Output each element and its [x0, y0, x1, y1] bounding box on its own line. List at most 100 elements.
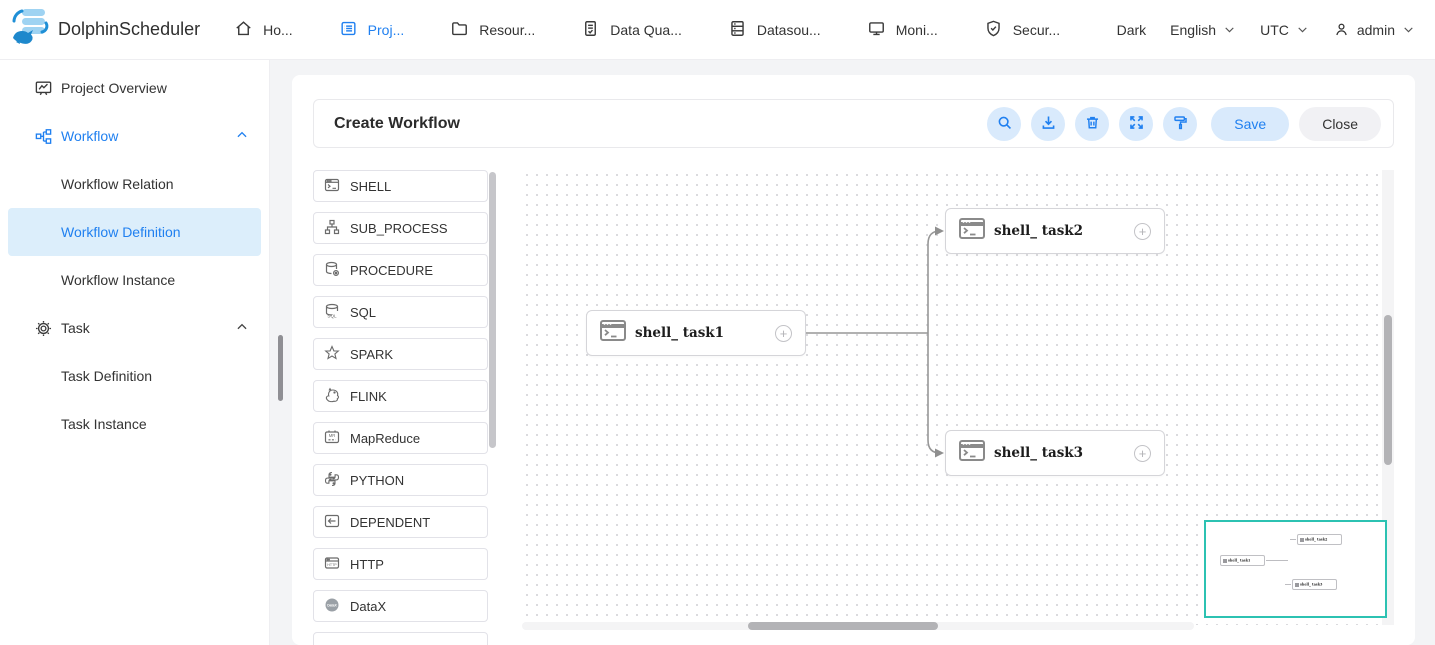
shell-icon — [324, 177, 340, 196]
task-node-shell-task1[interactable]: shell_ task1 + — [586, 310, 806, 356]
dolphinscheduler-logo-icon — [10, 6, 52, 53]
fullscreen-icon — [1128, 114, 1145, 134]
sidebar-item-project-overview[interactable]: Project Overview — [8, 64, 261, 112]
svg-text:DataX: DataX — [327, 603, 337, 607]
user-icon — [1333, 21, 1350, 38]
timezone-select[interactable]: UTC — [1260, 22, 1309, 38]
close-button[interactable]: Close — [1299, 106, 1381, 141]
search-button[interactable] — [987, 106, 1022, 141]
workflow-editor-card: Create Workflow Save Close — [292, 75, 1415, 645]
language-select[interactable]: English — [1170, 22, 1236, 38]
svg-text:MR: MR — [329, 433, 336, 438]
nav-item-home[interactable]: Ho... — [234, 19, 293, 41]
sidebar-item-workflow[interactable]: Workflow — [8, 112, 261, 160]
nav-item-monitor[interactable]: Moni... — [867, 19, 938, 41]
download-icon — [1040, 114, 1057, 134]
minimap-edge — [1285, 584, 1291, 585]
sql-icon: SQL — [324, 303, 340, 322]
nav-item-datasource[interactable]: Datasou... — [728, 19, 821, 41]
canvas-horizontal-scrollbar[interactable] — [522, 622, 1194, 630]
task-node-label: shell_ task3 — [994, 445, 1084, 461]
nav-item-security[interactable]: Secur... — [984, 19, 1060, 41]
task-node-label: shell_ task1 — [635, 325, 725, 341]
task-node-shell-task3[interactable]: shell_ task3 + — [945, 430, 1165, 476]
http-icon: HTTP — [324, 555, 340, 574]
trash-icon — [1084, 114, 1101, 134]
canvas-vertical-scrollbar[interactable] — [1382, 170, 1394, 625]
minimap-node-shell-task1: shell_ task1 — [1220, 555, 1265, 566]
sidebar: Project Overview Workflow Workflow Relat… — [0, 60, 270, 645]
palette-item-procedure[interactable]: PROCEDURE — [313, 254, 488, 286]
shell-terminal-icon — [959, 440, 985, 466]
minimap-node-icon — [1295, 582, 1299, 587]
canvas-horizontal-scrollbar-thumb[interactable] — [748, 622, 938, 630]
main-nav: Ho... Proj... Resour... Data Qua... Data… — [234, 19, 1060, 41]
palette-item-http[interactable]: HTTP HTTP — [313, 548, 488, 580]
brand-title: DolphinScheduler — [58, 19, 201, 39]
palette-item-sub-process[interactable]: SUB_PROCESS — [313, 212, 488, 244]
chevron-down-icon — [1296, 23, 1309, 36]
palette-item-python[interactable]: PYTHON — [313, 464, 488, 496]
svg-text:SQL: SQL — [327, 313, 337, 318]
resources-icon — [450, 19, 469, 41]
sidebar-item-task-definition[interactable]: Task Definition — [61, 368, 153, 384]
theme-toggle[interactable]: Dark — [1116, 21, 1147, 38]
fullscreen-button[interactable] — [1119, 106, 1154, 141]
palette-item-mapreduce[interactable]: MR MapReduce — [313, 422, 488, 454]
task-node-shell-task2[interactable]: shell_ task2 + — [945, 208, 1165, 254]
add-connection-icon[interactable]: + — [1134, 444, 1151, 462]
shell-terminal-icon — [600, 320, 626, 346]
minimap-edge — [1290, 539, 1296, 540]
sidebar-item-task-instance[interactable]: Task Instance — [61, 416, 147, 432]
sidebar-item-workflow-relation[interactable]: Workflow Relation — [61, 176, 174, 192]
minimap-edge — [1266, 560, 1288, 561]
sidebar-item-workflow-instance[interactable]: Workflow Instance — [61, 272, 176, 288]
minimap-node-shell-task2: shell_ task2 — [1297, 534, 1342, 545]
sub-process-icon — [324, 219, 340, 238]
palette-item-datax[interactable]: DataX DataX — [313, 590, 488, 622]
svg-text:HTTP: HTTP — [327, 563, 337, 567]
sidebar-item-workflow-definition[interactable]: Workflow Definition — [8, 208, 261, 256]
palette-item-dependent[interactable]: DEPENDENT — [313, 506, 488, 538]
workflow-editor-header: Create Workflow Save Close — [313, 99, 1394, 148]
flink-squirrel-icon — [324, 387, 340, 406]
monitor-icon — [867, 19, 886, 41]
minimap-node-shell-task3: shell_ task3 — [1292, 579, 1337, 590]
add-connection-icon[interactable]: + — [1134, 222, 1151, 240]
spark-star-icon — [324, 344, 340, 364]
project-icon — [339, 19, 358, 41]
nav-item-data-quality[interactable]: Data Qua... — [581, 19, 682, 41]
canvas-vertical-scrollbar-thumb[interactable] — [1384, 315, 1392, 465]
main-content-area: Create Workflow Save Close — [270, 60, 1435, 645]
mapreduce-icon: MR — [324, 429, 340, 448]
palette-item-shell[interactable]: SHELL — [313, 170, 488, 202]
palette-item-spark[interactable]: SPARK — [313, 338, 488, 370]
search-icon — [996, 114, 1013, 134]
task-type-palette: SHELL SUB_PROCESS PROCEDURE SQL SQL SPAR… — [313, 170, 488, 645]
canvas-minimap[interactable]: shell_ task2 shell_ task1 shell_ task3 — [1204, 520, 1387, 618]
download-button[interactable] — [1031, 106, 1066, 141]
palette-item-sql[interactable]: SQL SQL — [313, 296, 488, 328]
delete-button[interactable] — [1075, 106, 1110, 141]
minimap-node-icon — [1300, 537, 1304, 542]
security-icon — [984, 19, 1003, 41]
dependent-icon — [324, 513, 340, 532]
palette-item-flink[interactable]: FLINK — [313, 380, 488, 412]
chevron-up-icon — [235, 128, 249, 145]
palette-item-partial[interactable] — [313, 632, 488, 645]
add-connection-icon[interactable]: + — [775, 324, 792, 342]
brand[interactable]: DolphinScheduler — [10, 6, 200, 53]
format-layout-button[interactable] — [1163, 106, 1198, 141]
editor-toolbar: Save Close — [987, 106, 1381, 141]
sidebar-item-task[interactable]: Task — [8, 304, 261, 352]
procedure-icon — [324, 261, 340, 280]
top-navbar: DolphinScheduler Ho... Proj... Resour...… — [0, 0, 1435, 60]
page-vertical-scrollbar[interactable] — [278, 335, 283, 401]
palette-scrollbar[interactable] — [489, 172, 496, 448]
shell-terminal-icon — [959, 218, 985, 244]
nav-item-resources[interactable]: Resour... — [450, 19, 535, 41]
nav-item-project[interactable]: Proj... — [339, 19, 404, 41]
python-icon — [324, 471, 340, 490]
save-button[interactable]: Save — [1211, 106, 1290, 141]
user-menu[interactable]: admin — [1333, 21, 1415, 38]
